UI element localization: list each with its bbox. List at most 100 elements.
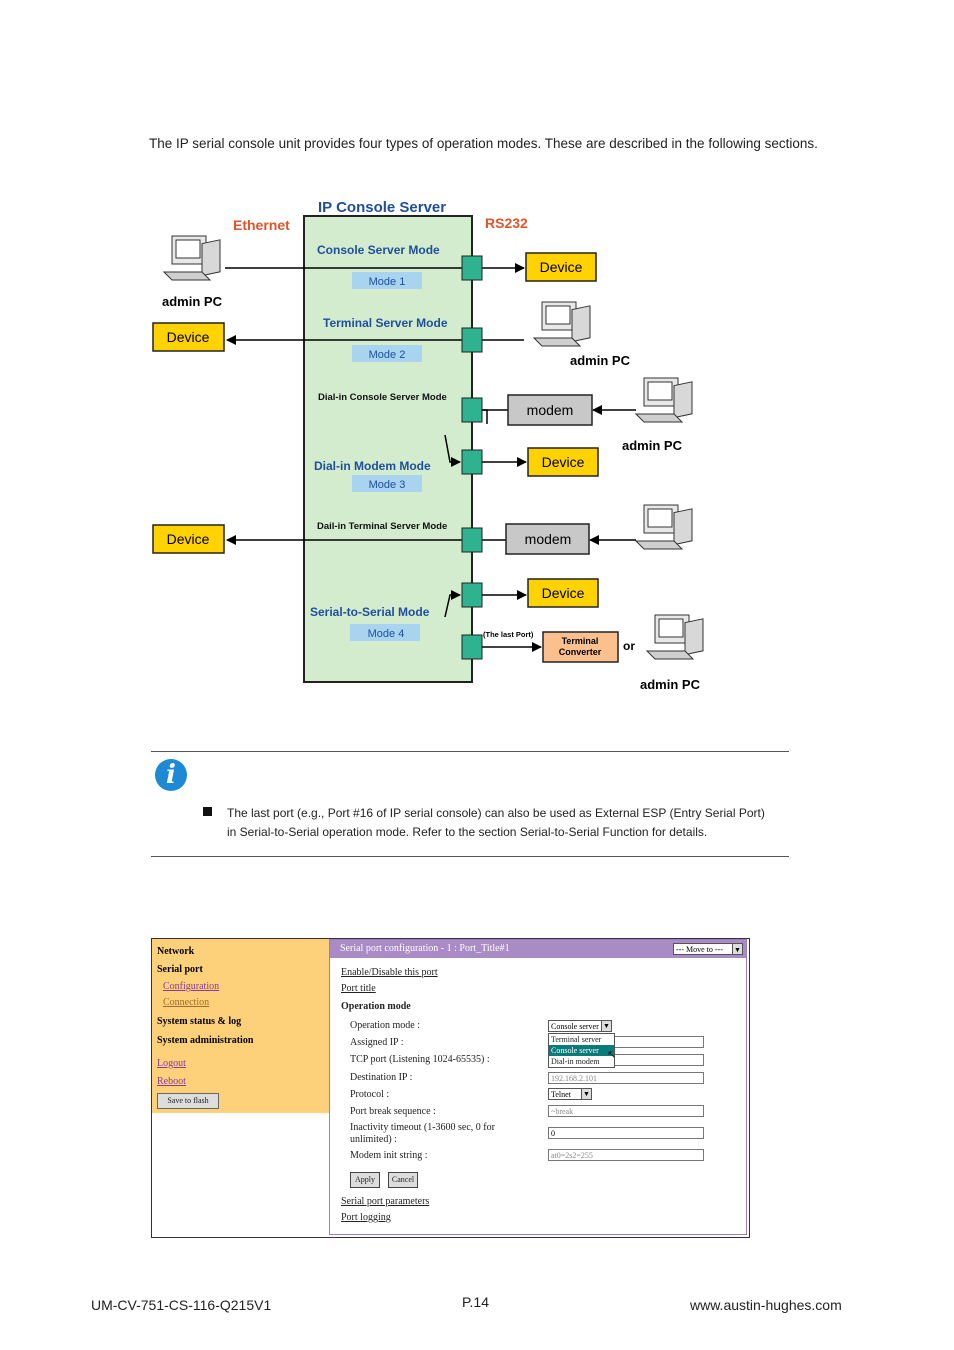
inactivity-label-2: unlimited) : xyxy=(350,1134,397,1145)
dailin-terminal-mode-label: Dail-in Terminal Server Mode xyxy=(317,521,447,532)
note-top-divider xyxy=(151,751,789,752)
cancel-button[interactable]: Cancel xyxy=(388,1172,418,1188)
destination-ip-field[interactable]: 192.168.2.101 xyxy=(548,1072,704,1084)
device-box: Device xyxy=(527,447,599,477)
device-box: Device xyxy=(525,252,597,282)
operation-mode-select[interactable]: Console server ▼ xyxy=(548,1020,612,1032)
device-box: Device xyxy=(152,524,225,554)
terminal-server-mode-label: Terminal Server Mode xyxy=(323,316,448,330)
bullet-square xyxy=(203,807,212,816)
serial-to-serial-mode-label: Serial-to-Serial Mode xyxy=(310,605,430,619)
mouse-cursor-icon: ↖ xyxy=(607,1049,617,1061)
svg-text:modem: modem xyxy=(525,531,572,547)
svg-text:Converter: Converter xyxy=(559,647,602,657)
protocol-select[interactable]: Telnet ▼ xyxy=(548,1088,592,1100)
save-to-flash-button[interactable]: Save to flash xyxy=(157,1093,219,1109)
svg-text:Device: Device xyxy=(540,259,583,275)
note-line-2: in Serial-to-Serial operation mode. Refe… xyxy=(227,825,708,839)
doc-id: UM-CV-751-CS-116-Q215V1 xyxy=(91,1297,272,1313)
port-title-link[interactable]: Port title xyxy=(341,983,376,994)
operation-mode-label: Operation mode : xyxy=(350,1020,420,1031)
chevron-down-icon: ▼ xyxy=(601,1021,611,1031)
svg-text:admin PC: admin PC xyxy=(622,438,683,453)
admin-pc-icon xyxy=(163,235,221,281)
protocol-label: Protocol : xyxy=(350,1089,390,1100)
svg-text:admin PC: admin PC xyxy=(570,353,631,368)
port-2 xyxy=(461,327,483,353)
operation-mode-options: Terminal server Console server Dial-in m… xyxy=(548,1033,615,1068)
mode-3-label: Mode 3 xyxy=(369,479,406,491)
mode-1-label: Mode 1 xyxy=(369,276,406,288)
operation-modes-diagram: IP Console Server Ethernet RS232 Console… xyxy=(152,199,704,692)
inactivity-label-1: Inactivity timeout (1-3600 sec, 0 for xyxy=(350,1122,495,1133)
menu-logout[interactable]: Logout xyxy=(157,1058,186,1069)
operation-mode-value: Console server xyxy=(551,1022,599,1031)
mode-2-label: Mode 2 xyxy=(369,349,406,361)
rs232-label: RS232 xyxy=(485,215,528,231)
modem-box: modem xyxy=(505,523,590,555)
ethernet-label: Ethernet xyxy=(233,217,290,233)
last-port-label: (The last Port) xyxy=(483,630,534,639)
web-config-screenshot: Network Serial port Configuration Connec… xyxy=(151,938,750,1238)
inactivity-field[interactable]: 0 xyxy=(548,1127,704,1139)
device-box: Device xyxy=(152,322,225,352)
port-break-label: Port break sequence : xyxy=(350,1106,436,1117)
website: www.austin-hughes.com xyxy=(690,1297,842,1313)
modem-init-field[interactable]: at0=2s2=255 xyxy=(548,1149,704,1161)
page-number: P.14 xyxy=(462,1294,489,1310)
port-6 xyxy=(461,582,483,608)
port-3 xyxy=(461,397,483,423)
option-console-server[interactable]: Console server xyxy=(549,1045,614,1056)
menu-serial-port[interactable]: Serial port xyxy=(157,964,203,975)
port-break-field[interactable]: ~break xyxy=(548,1105,704,1117)
option-dial-in-modem[interactable]: Dial-in modem xyxy=(551,1057,600,1066)
destination-ip-label: Destination IP : xyxy=(350,1072,413,1083)
port-4 xyxy=(461,449,483,475)
note-line-1: The last port (e.g., Port #16 of IP seri… xyxy=(227,806,765,820)
svg-text:admin PC: admin PC xyxy=(640,677,701,692)
config-panel: Serial port configuration - 1 : Port_Tit… xyxy=(329,939,747,1235)
menu-system-status[interactable]: System status & log xyxy=(157,1016,242,1027)
dialin-console-mode-label: Dial-in Console Server Mode xyxy=(318,392,447,403)
menu-connection[interactable]: Connection xyxy=(163,997,210,1008)
menu-configuration[interactable]: Configuration xyxy=(163,981,220,992)
svg-text:Terminal: Terminal xyxy=(562,636,599,646)
svg-text:Device: Device xyxy=(542,454,585,470)
mode-4-label: Mode 4 xyxy=(368,628,405,640)
menu-reboot[interactable]: Reboot xyxy=(157,1076,186,1087)
intro-text: The IP serial console unit provides four… xyxy=(149,136,818,151)
svg-text:Device: Device xyxy=(167,531,210,547)
svg-text:admin PC: admin PC xyxy=(162,294,223,309)
protocol-value: Telnet xyxy=(551,1090,571,1099)
rs232-ports xyxy=(461,255,483,660)
menu-network[interactable]: Network xyxy=(157,946,195,957)
move-to-select[interactable]: --- Move to --- ▼ xyxy=(673,943,743,955)
svg-text:modem: modem xyxy=(527,402,574,418)
modem-box: modem xyxy=(507,394,593,426)
config-title: Serial port configuration - 1 : Port_Tit… xyxy=(340,943,510,954)
note-bottom-divider xyxy=(151,856,789,857)
tcp-port-label: TCP port (Listening 1024-65535) : xyxy=(350,1054,490,1065)
port-5 xyxy=(461,527,483,553)
apply-button[interactable]: Apply xyxy=(350,1172,380,1188)
console-server-mode-label: Console Server Mode xyxy=(317,243,440,257)
assigned-ip-label: Assigned IP : xyxy=(350,1037,404,1048)
admin-pc-icon xyxy=(635,504,693,550)
admin-pc-icon xyxy=(533,301,591,347)
diagram-title: IP Console Server xyxy=(318,199,446,216)
config-title-bar: Serial port configuration - 1 : Port_Tit… xyxy=(330,940,746,958)
server-box xyxy=(303,215,473,683)
or-label: or xyxy=(623,639,635,653)
svg-text:Device: Device xyxy=(167,329,210,345)
enable-disable-link[interactable]: Enable/Disable this port xyxy=(341,967,438,978)
chevron-down-icon: ▼ xyxy=(732,944,742,954)
chevron-down-icon: ▼ xyxy=(581,1089,591,1099)
info-icon: i xyxy=(155,759,187,791)
option-terminal-server[interactable]: Terminal server xyxy=(551,1035,602,1044)
serial-port-parameters-link[interactable]: Serial port parameters xyxy=(341,1196,430,1207)
dialin-modem-mode-label: Dial-in Modem Mode xyxy=(314,459,431,473)
menu-system-admin[interactable]: System administration xyxy=(157,1035,254,1046)
port-7 xyxy=(461,634,483,660)
modem-init-label: Modem init string : xyxy=(350,1150,428,1161)
port-logging-link[interactable]: Port logging xyxy=(341,1212,391,1223)
